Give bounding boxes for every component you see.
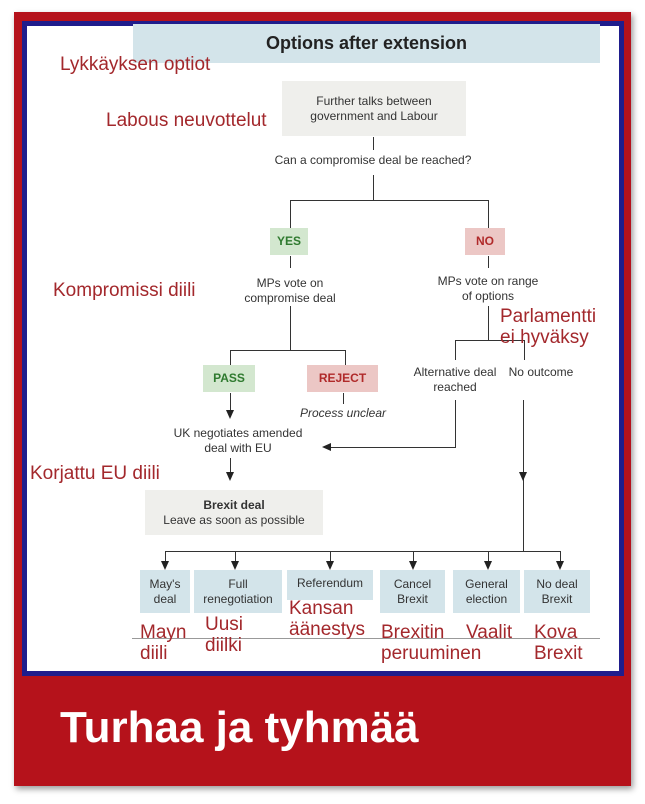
- connector: [455, 340, 525, 341]
- pass-box: PASS: [203, 365, 255, 392]
- connector: [290, 200, 488, 201]
- connector: [330, 447, 456, 448]
- banner-text: Turhaa ja tyhmää: [60, 703, 419, 752]
- option-referendum: Referendum: [287, 570, 373, 600]
- process-unclear: Process unclear: [299, 406, 387, 420]
- brexit-deal-subtitle: Leave as soon as possible: [163, 512, 305, 527]
- connector: [235, 551, 236, 561]
- connector: [455, 340, 456, 360]
- arrow-down-icon: [484, 561, 492, 570]
- fi-eu-deal: Korjattu EU diili: [30, 463, 160, 484]
- option-full-renegotiation: Full renegotiation: [194, 570, 282, 613]
- arrow-down-icon: [556, 561, 564, 570]
- connector: [455, 400, 456, 448]
- connector: [560, 551, 561, 561]
- mps-vote-compromise: MPs vote on compromise deal: [244, 276, 336, 305]
- brexit-deal-title: Brexit deal: [203, 497, 265, 512]
- connector: [488, 200, 489, 228]
- connector: [290, 306, 291, 350]
- option-general-election: General election: [453, 570, 520, 613]
- title-band: [133, 24, 600, 63]
- fi-title: Lykkäyksen optiot: [60, 54, 211, 75]
- no-box: NO: [465, 228, 505, 255]
- connector: [165, 551, 560, 552]
- uk-negotiates: UK negotiates amended deal with EU: [173, 426, 303, 455]
- connector: [290, 200, 291, 228]
- option-cancel-brexit: Cancel Brexit: [380, 570, 445, 613]
- arrow-down-icon: [226, 472, 234, 481]
- diagram-title: Options after extension: [265, 33, 468, 53]
- arrow-down-icon: [161, 561, 169, 570]
- no-outcome: No outcome: [508, 365, 574, 379]
- reject-box: REJECT: [307, 365, 378, 392]
- connector: [230, 350, 345, 351]
- fi-hard: Kova Brexit: [534, 622, 583, 664]
- yes-box: YES: [270, 228, 308, 255]
- connector: [488, 306, 489, 340]
- connector: [165, 551, 166, 561]
- option-no-deal-brexit: No deal Brexit: [524, 570, 590, 613]
- fi-referendum: Kansan äänestys: [289, 598, 366, 640]
- arrow-down-icon: [231, 561, 239, 570]
- connector: [290, 256, 291, 268]
- fi-labour: Labous neuvottelut: [106, 110, 267, 131]
- further-talks-box: Further talks between government and Lab…: [282, 81, 466, 136]
- fi-mays: Mayn diili: [140, 622, 187, 664]
- fi-new: Uusi diilki: [205, 614, 244, 656]
- fi-parliament: Parlamentti ei hyväksy: [500, 306, 597, 348]
- fi-election: Vaalit: [466, 622, 513, 643]
- connector: [230, 393, 231, 410]
- arrow-left-icon: [322, 443, 331, 451]
- arrow-down-icon: [409, 561, 417, 570]
- connector: [373, 175, 374, 200]
- connector: [413, 551, 414, 561]
- arrow-down-icon: [326, 561, 334, 570]
- connector: [345, 350, 346, 365]
- option-mays-deal: May's deal: [140, 570, 190, 613]
- alternative-deal: Alternative deal reached: [413, 365, 497, 394]
- connector: [330, 551, 331, 561]
- question-text: Can a compromise deal be reached?: [274, 153, 472, 167]
- connector: [488, 256, 489, 268]
- fi-cancel: Brexitin peruuminen: [381, 622, 482, 664]
- mps-vote-range: MPs vote on range of options: [437, 274, 539, 303]
- connector: [524, 340, 525, 360]
- connector: [343, 393, 344, 404]
- connector: [373, 137, 374, 150]
- connector: [230, 458, 231, 472]
- arrow-down-icon: [226, 410, 234, 419]
- fi-compromise: Kompromissi diili: [53, 280, 196, 301]
- brexit-deal-box: Brexit deal Leave as soon as possible: [145, 490, 323, 535]
- connector: [230, 350, 231, 365]
- divider: [132, 638, 600, 639]
- connector: [488, 551, 489, 561]
- arrow-down-icon: [519, 472, 527, 481]
